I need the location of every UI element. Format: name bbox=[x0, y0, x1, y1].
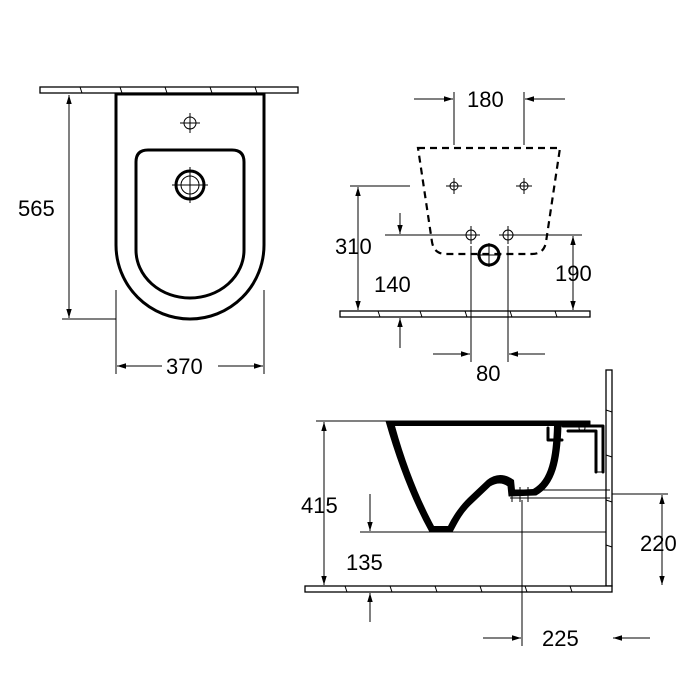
waste-outlet-circle bbox=[477, 243, 501, 267]
dimension-225: 225 bbox=[483, 500, 650, 651]
tap-hole-symbol bbox=[180, 113, 200, 133]
dimension-225-label: 225 bbox=[542, 626, 579, 651]
fixing-hole-right bbox=[516, 178, 532, 194]
drain-symbol bbox=[172, 167, 208, 203]
dimension-135-label: 135 bbox=[346, 550, 383, 575]
dimension-565-label: 565 bbox=[18, 196, 55, 221]
dimension-180-label: 180 bbox=[467, 87, 504, 112]
dimension-370: 370 bbox=[115, 290, 265, 379]
side-view-floor bbox=[304, 585, 613, 593]
front-view-floor bbox=[339, 310, 591, 318]
top-view-bowl-outline bbox=[134, 148, 246, 300]
dimension-370-label: 370 bbox=[166, 354, 203, 379]
dimension-180: 180 bbox=[414, 87, 565, 145]
dimension-190-label: 190 bbox=[555, 261, 592, 286]
top-view-wall bbox=[39, 86, 299, 94]
dimension-220: 220 bbox=[612, 493, 677, 585]
side-view-waste-pipe bbox=[510, 487, 610, 502]
top-view-bidet-outline bbox=[114, 92, 266, 321]
dimension-310: 310 bbox=[335, 185, 410, 310]
side-view: 415 135 220 225 bbox=[301, 369, 677, 651]
dimension-565: 565 bbox=[18, 95, 116, 320]
supply-hole-right bbox=[499, 226, 517, 244]
dimension-220-label: 220 bbox=[640, 531, 677, 556]
front-view-bidet-dashed-outline bbox=[416, 146, 562, 256]
dimension-80-label: 80 bbox=[476, 361, 500, 386]
top-view: 565 370 bbox=[18, 86, 299, 379]
dimension-190: 190 bbox=[517, 234, 592, 310]
dimension-80: 80 bbox=[433, 246, 545, 386]
front-view: 180 310 140 190 80 bbox=[335, 87, 592, 386]
dimension-415-label: 415 bbox=[301, 493, 338, 518]
dimension-140-label: 140 bbox=[374, 272, 411, 297]
side-view-back-bracket bbox=[561, 424, 605, 474]
dimension-135: 135 bbox=[346, 494, 450, 622]
dimension-415: 415 bbox=[301, 420, 386, 585]
dimension-140: 140 bbox=[374, 213, 462, 348]
supply-hole-left bbox=[462, 226, 480, 244]
side-view-wall bbox=[605, 369, 613, 587]
dimension-310-label: 310 bbox=[335, 234, 372, 259]
fixing-hole-left bbox=[446, 178, 462, 194]
